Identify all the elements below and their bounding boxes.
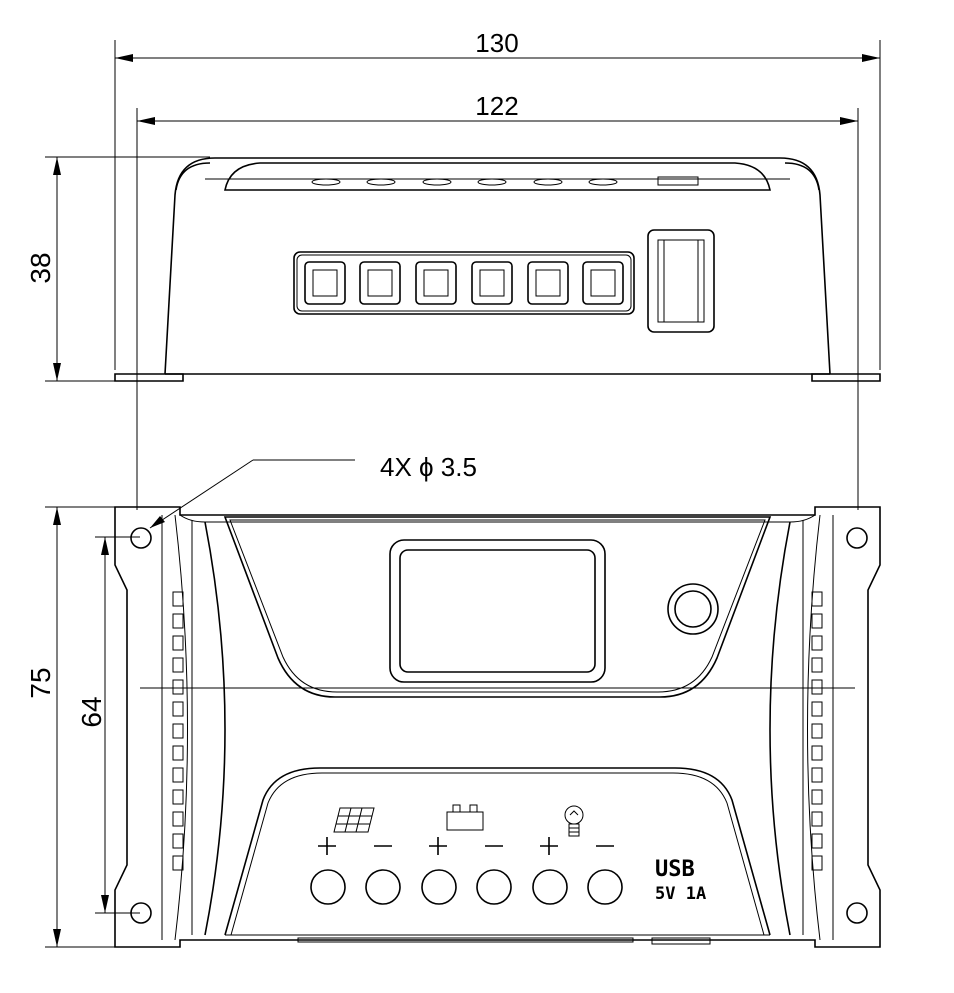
- usb-label: USB: [655, 857, 695, 882]
- vent-slots-right: [811, 591, 823, 871]
- dimension-38-label: 38: [25, 252, 56, 283]
- top-view: USB 5V 1A: [114, 506, 881, 948]
- terminal-openings: [304, 261, 624, 305]
- vent-slots-left: [172, 591, 184, 871]
- dimension-122-label: 122: [475, 91, 518, 121]
- dimension-75-label: 75: [25, 667, 56, 698]
- usb-rating: 5V 1A: [655, 884, 706, 904]
- mounting-hole-bottom-left: [130, 902, 152, 924]
- dimension-38: 38: [25, 156, 210, 382]
- side-view: [114, 157, 881, 382]
- dimension-64-label: 64: [76, 696, 107, 727]
- terminal-holes: [310, 869, 623, 905]
- mounting-hole-bottom-right: [846, 902, 868, 924]
- hole-callout: 4X ϕ 3.5: [149, 452, 477, 529]
- solar-panel-icon: [333, 807, 375, 833]
- dimension-75: 75: [25, 506, 125, 948]
- mounting-hole-top-right: [846, 527, 868, 549]
- light-bulb-icon: [564, 805, 584, 837]
- polarity-marks: [318, 837, 614, 855]
- dimension-130-label: 130: [475, 28, 518, 58]
- control-button: [667, 583, 719, 635]
- dimension-122: 122: [136, 91, 859, 510]
- mounting-hole-top-left: [130, 527, 152, 549]
- terminal-nubs: [311, 176, 699, 186]
- lcd-display: [389, 539, 606, 683]
- dimension-64: 64: [76, 536, 140, 914]
- battery-icon: [446, 804, 484, 831]
- hole-callout-label: 4X ϕ 3.5: [380, 452, 477, 482]
- dimension-130: 130: [114, 28, 881, 370]
